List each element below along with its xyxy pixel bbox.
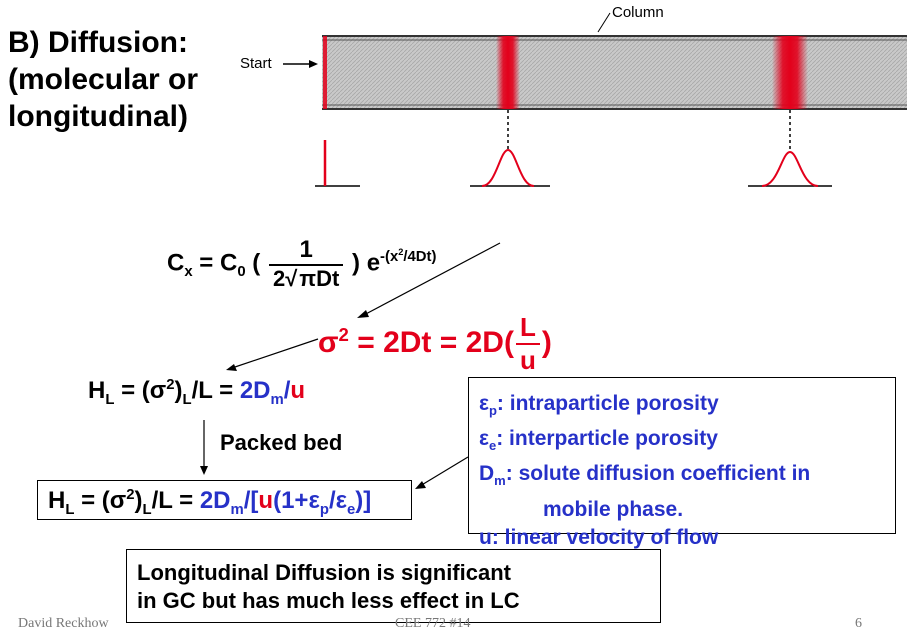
conclusion-box: Longitudinal Diffusion is significant in… <box>126 549 661 623</box>
peak-2 <box>481 148 535 187</box>
late-band <box>772 36 808 109</box>
definition-dm-continued: mobile phase. <box>543 497 684 521</box>
middle-band <box>496 36 520 109</box>
conclusion-line-1: Longitudinal Diffusion is significant <box>137 560 511 585</box>
definitions-box: εp: intraparticle porosity εe: interpart… <box>468 377 896 549</box>
slide-title: B) Diffusion: (molecular or longitudinal… <box>8 24 198 135</box>
packed-bed-label: Packed bed <box>220 430 343 455</box>
definition-ee: εe: interparticle porosity <box>479 427 718 454</box>
footer-author: David Reckhow <box>18 616 109 631</box>
column-label: Column <box>612 4 664 21</box>
title-line-2: (molecular or <box>8 63 199 96</box>
footer-page-number: 6 <box>855 616 862 631</box>
definition-dm: Dm: solute diffusion coefficient in <box>479 462 811 489</box>
plate-height-equation: HL = (σ2)L/L = 2Dm/u <box>88 377 306 408</box>
peak-3 <box>761 150 819 187</box>
definition-u: u: linear velocity of flow <box>479 525 719 549</box>
footer-course: CEE 772 #14 <box>395 616 471 631</box>
column-leader <box>597 12 611 33</box>
title-line-3: longitudinal) <box>8 100 188 133</box>
concentration-equation: Cx = C0 ( 1 2√πDt ) e-(x2/4Dt) <box>167 236 437 292</box>
conclusion-line-2: in GC but has much less effect in LC <box>137 588 520 613</box>
arrow-defbox-to-eq <box>419 456 469 487</box>
start-band <box>323 36 327 109</box>
column-body <box>322 36 907 109</box>
title-line-1: B) Diffusion: <box>8 26 188 59</box>
start-label: Start <box>240 55 272 72</box>
packed-bed-equation-box: HL = (σ2)L/L = 2Dm/[u(1+εp/εe)] <box>37 480 412 520</box>
arrow-sigma-to-hl <box>231 338 319 369</box>
definition-ep: εp: intraparticle porosity <box>479 392 719 419</box>
gaussian-fraction: 1 2√πDt <box>268 236 344 292</box>
arrow-exponent-to-sigma <box>361 242 501 317</box>
